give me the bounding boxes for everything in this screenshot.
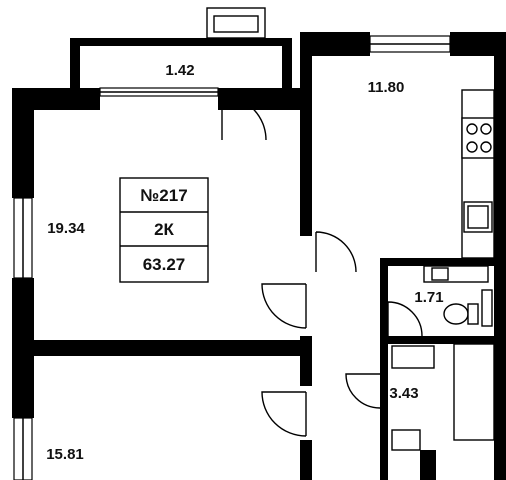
kitchen-counter bbox=[461, 89, 495, 259]
apartment-number: №217 bbox=[140, 186, 187, 205]
wc-fixtures bbox=[423, 265, 493, 327]
apartment-info: №217 2К 63.27 bbox=[119, 177, 209, 283]
toilet-icon bbox=[443, 303, 469, 325]
balcony-unit-inner bbox=[213, 15, 259, 33]
outer-walls bbox=[12, 32, 506, 480]
room-area-kitchen: 11.80 bbox=[368, 79, 405, 96]
balcony-wall-top bbox=[70, 38, 292, 46]
stove bbox=[461, 117, 495, 159]
bathroom-door bbox=[345, 373, 381, 409]
room-area-balcony: 1.42 bbox=[165, 62, 194, 79]
bathtub bbox=[453, 343, 495, 441]
kitchen-door bbox=[315, 231, 357, 273]
kitchen-fixtures bbox=[461, 89, 495, 259]
room-area-wc: 1.71 bbox=[414, 289, 443, 306]
wc-door bbox=[387, 301, 423, 337]
doors bbox=[261, 231, 423, 437]
burner-icon bbox=[466, 123, 478, 135]
balcony-wall-left bbox=[70, 38, 80, 92]
balcony-wall-right bbox=[282, 38, 292, 92]
apartment-type: 2К bbox=[154, 220, 174, 239]
room-labels: 1.42 11.80 19.34 1.71 3.43 15.81 bbox=[46, 62, 443, 463]
bathroom-fixtures bbox=[391, 343, 495, 451]
living-door bbox=[261, 283, 307, 329]
room-area-living: 19.34 bbox=[47, 220, 85, 237]
room-area-bedroom: 15.81 bbox=[46, 446, 84, 463]
info-box bbox=[119, 177, 209, 283]
interior-walls bbox=[30, 56, 496, 480]
apartment-total-area: 63.27 bbox=[143, 255, 186, 274]
room-area-bathroom: 3.43 bbox=[389, 385, 418, 402]
heated-rail bbox=[481, 289, 493, 327]
bedroom-door bbox=[261, 391, 307, 437]
bath-sink bbox=[391, 345, 435, 369]
washer bbox=[391, 429, 421, 451]
